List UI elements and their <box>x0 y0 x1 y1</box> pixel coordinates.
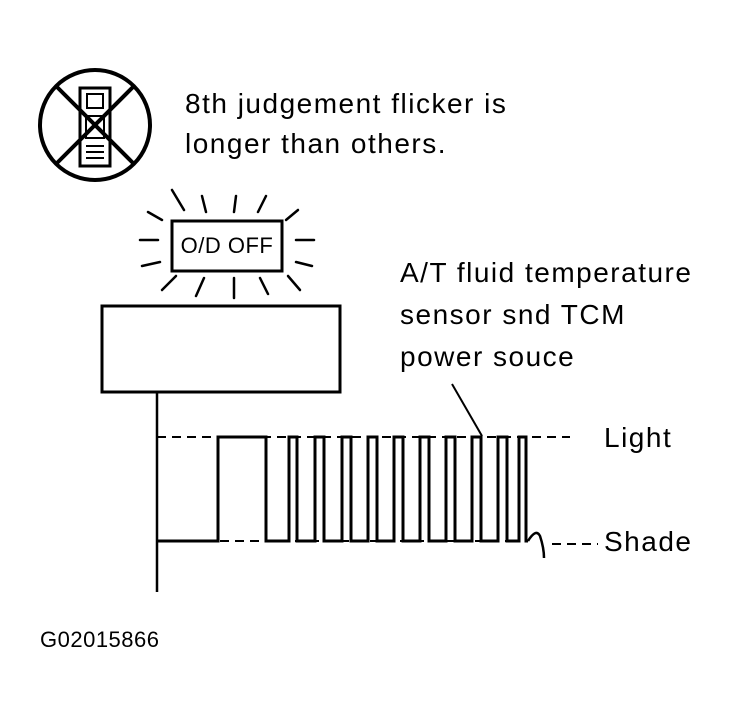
no-tester-icon <box>38 68 152 182</box>
note-line-2: longer than others. <box>185 128 447 159</box>
shade-label: Shade <box>604 526 693 557</box>
od-off-lamp <box>170 219 284 273</box>
light-label: Light <box>604 422 673 453</box>
flicker-waveform <box>157 435 528 543</box>
callout-leader <box>451 383 483 437</box>
callout-line-2: sensor snd TCM <box>400 299 626 330</box>
callout-line-3: power souce <box>400 341 576 372</box>
figure-id: G02015866 <box>40 627 160 652</box>
od-off-label: O/D OFF <box>180 233 274 258</box>
callout-line-1: A/T fluid temperature <box>400 257 693 288</box>
note-line-1: 8th judgement flicker is <box>185 88 508 119</box>
control-unit-box <box>100 304 342 394</box>
waveform-break-mark <box>526 531 546 559</box>
flash-rays <box>138 188 316 300</box>
